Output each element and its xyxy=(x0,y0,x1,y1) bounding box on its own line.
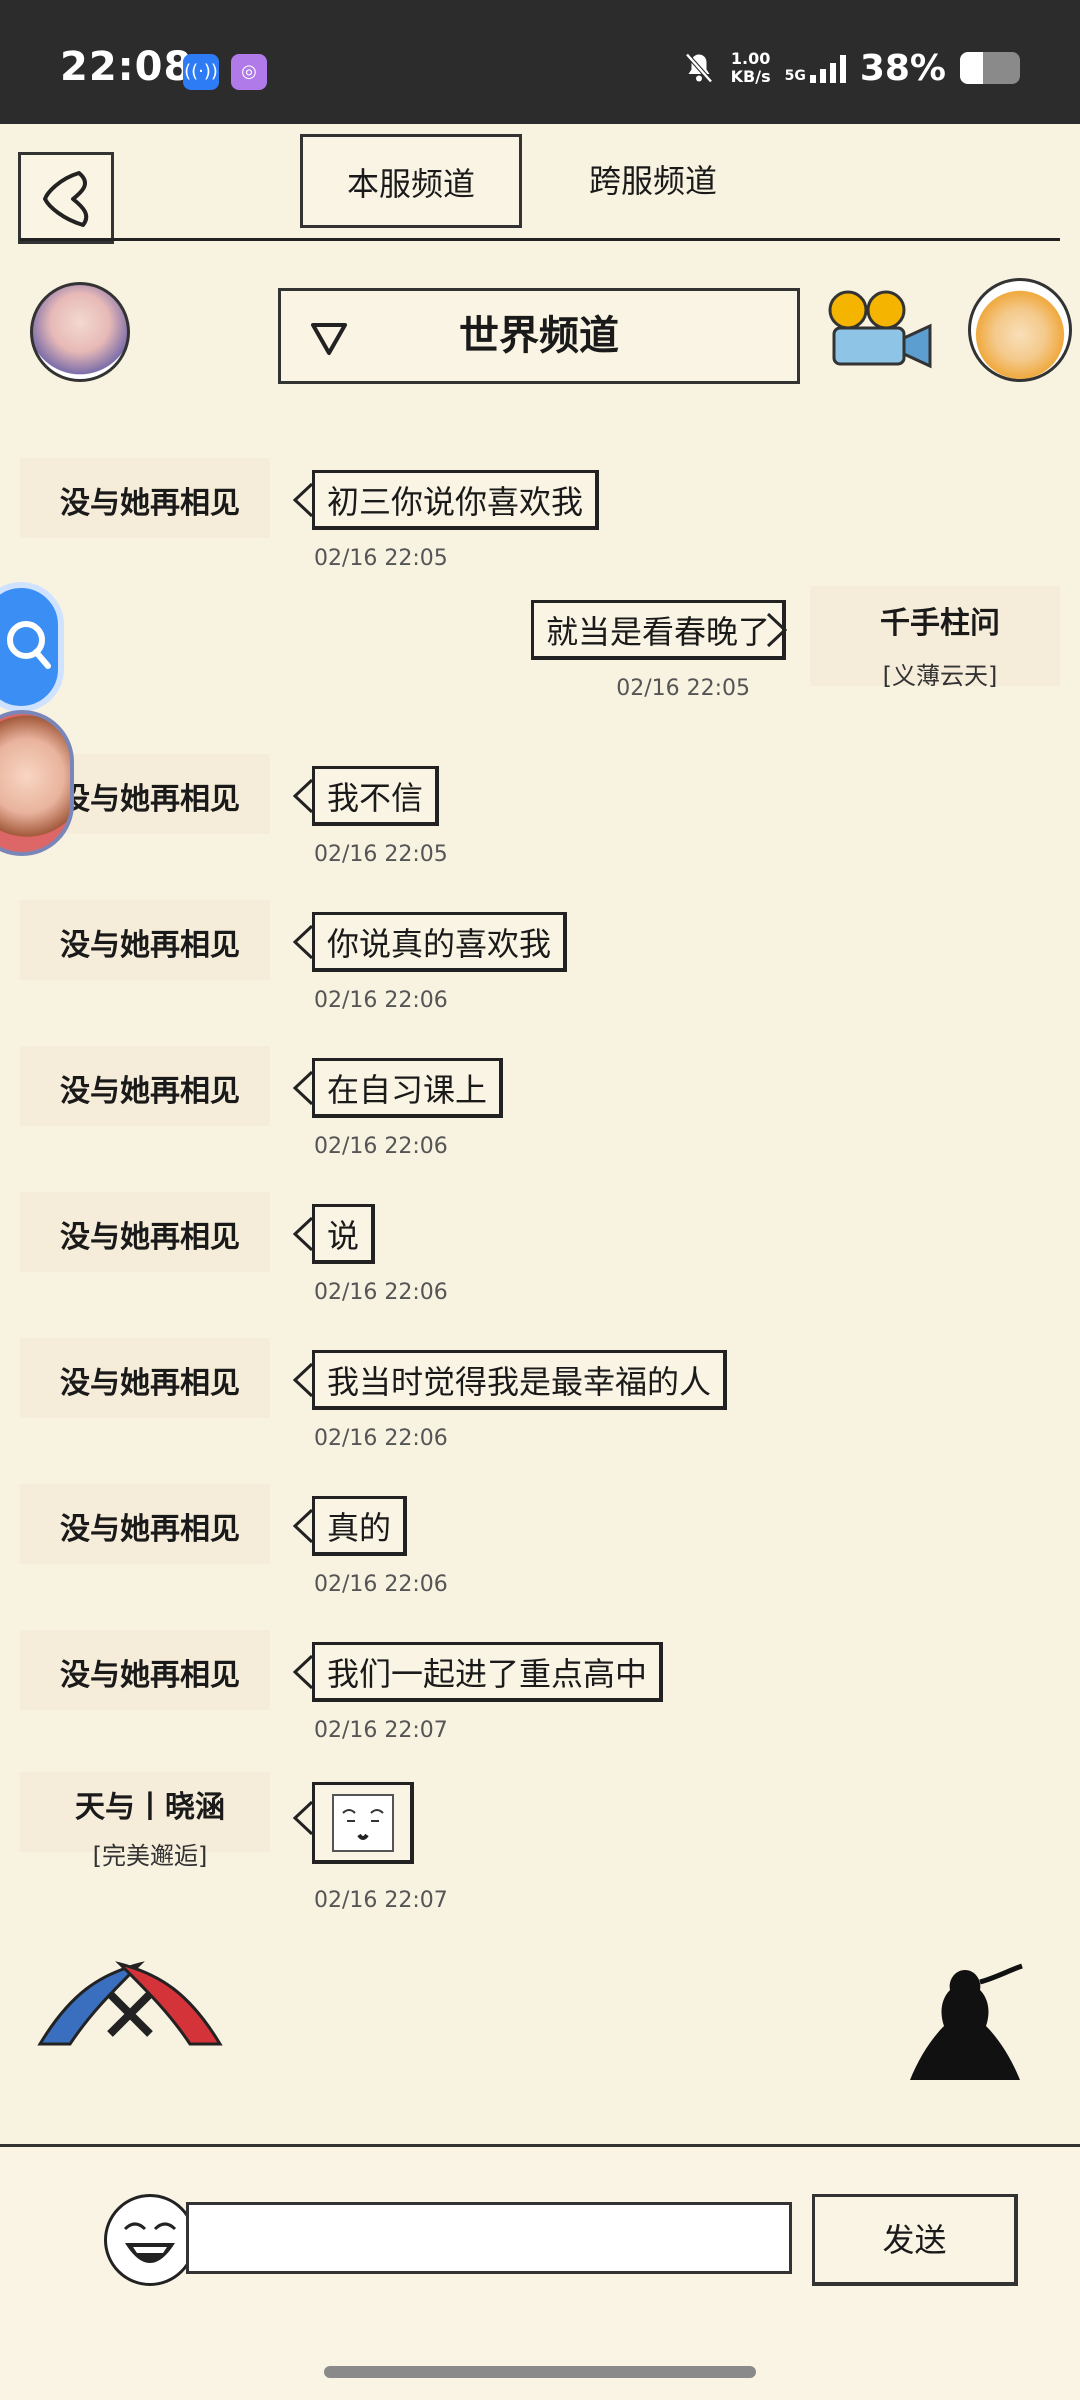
sender-tag: [完美邂逅] xyxy=(92,1842,208,1870)
status-time: 22:08 xyxy=(60,44,193,90)
message-row: 没与她再相见 你说真的喜欢我 02/16 22:06 xyxy=(0,900,1080,1052)
message-row: 没与她再相见 说 02/16 22:06 xyxy=(0,1192,1080,1344)
tab-local-server[interactable]: 本服频道 xyxy=(300,134,522,228)
message-row: 没与她再相见 我当时觉得我是最幸福的人 02/16 22:06 xyxy=(0,1338,1080,1490)
sender-name[interactable]: 没与她再相见 xyxy=(60,486,240,521)
message-row: 没与她再相见 我们一起进了重点高中 02/16 22:07 xyxy=(0,1630,1080,1782)
message-timestamp: 02/16 22:05 xyxy=(314,842,448,867)
message-timestamp: 02/16 22:07 xyxy=(314,1888,448,1913)
message-timestamp: 02/16 22:07 xyxy=(314,1718,448,1743)
message-row: 千手柱问[义薄云天] 就当是看春晚了 02/16 22:05 xyxy=(0,586,1080,740)
message-row: 天与丨晓涵[完美邂逅] 02/16 22:07 xyxy=(0,1772,1080,1928)
message-timestamp: 02/16 22:06 xyxy=(314,1280,448,1305)
laughing-face-icon xyxy=(123,2222,177,2263)
chat-input[interactable] xyxy=(186,2202,792,2274)
message-row: 没与她再相见 在自习课上 02/16 22:06 xyxy=(0,1046,1080,1198)
message-bubble[interactable]: 在自习课上 xyxy=(312,1058,504,1118)
message-row: 没与她再相见 我不信 02/16 22:05 xyxy=(0,754,1080,906)
message-bubble[interactable]: 我当时觉得我是最幸福的人 xyxy=(312,1350,728,1410)
message-bubble[interactable]: 真的 xyxy=(312,1496,408,1556)
name-background xyxy=(20,1338,270,1418)
message-timestamp: 02/16 22:06 xyxy=(314,1572,448,1597)
sender-name[interactable]: 没与她再相见 xyxy=(60,1074,240,1109)
message-bubble[interactable]: 你说真的喜欢我 xyxy=(312,912,568,972)
message-row: 没与她再相见 真的 02/16 22:06 xyxy=(0,1484,1080,1636)
message-bubble[interactable]: 初三你说你喜欢我 xyxy=(312,470,600,530)
floating-character-avatar[interactable] xyxy=(0,710,74,856)
floating-search-button[interactable] xyxy=(0,582,64,712)
triangle-down-icon xyxy=(311,323,347,355)
hotspot-app-icon: ((·)) xyxy=(183,54,219,90)
bottom-divider xyxy=(0,2144,1080,2147)
sender-tag: [义薄云天] xyxy=(882,662,998,690)
sender-name[interactable]: 没与她再相见 xyxy=(60,1366,240,1401)
message-bubble[interactable]: 就当是看春晚了 xyxy=(530,600,786,660)
sender-name[interactable]: 天与丨晓涵[完美邂逅] xyxy=(20,1782,280,1871)
bubble-pointer-icon xyxy=(292,1654,314,1690)
network-speed: 1.00 KB/s xyxy=(730,49,771,86)
sender-name[interactable]: 没与她再相见 xyxy=(60,1220,240,1255)
message-bubble[interactable]: 我们一起进了重点高中 xyxy=(312,1642,664,1702)
header-divider xyxy=(20,238,1060,241)
name-background xyxy=(20,458,270,538)
tab-cross-server[interactable]: 跨服频道 xyxy=(588,162,717,200)
message-timestamp: 02/16 22:05 xyxy=(616,676,750,701)
message-timestamp: 02/16 22:06 xyxy=(314,988,448,1013)
name-background xyxy=(810,586,1060,686)
assistant-avatar[interactable] xyxy=(968,278,1072,382)
sender-name[interactable]: 没与她再相见 xyxy=(60,1512,240,1547)
sender-name[interactable]: 千手柱问[义薄云天] xyxy=(830,598,1050,691)
message-timestamp: 02/16 22:05 xyxy=(314,546,448,571)
send-button[interactable]: 发送 xyxy=(812,2194,1018,2286)
bubble-pointer-icon xyxy=(292,778,314,814)
message-bubble[interactable]: 我不信 xyxy=(312,766,440,826)
purple-app-icon: ◎ xyxy=(231,54,267,90)
bubble-pointer-icon xyxy=(292,924,314,960)
sender-name[interactable]: 没与她再相见 xyxy=(60,782,240,817)
status-bar: 22:08 ((·)) ◎ 1.00 KB/s 5G 38% xyxy=(0,0,1080,124)
ninja-silhouette-icon xyxy=(910,1963,1023,2080)
bell-muted-icon xyxy=(684,53,713,83)
name-background xyxy=(20,1630,270,1710)
message-row: 没与她再相见 初三你说你喜欢我 02/16 22:05 xyxy=(0,458,1080,610)
name-background xyxy=(20,1192,270,1272)
bubble-pointer-icon xyxy=(292,1362,314,1398)
chat-header: 本服频道 跨服频道 世界频道 xyxy=(0,124,1080,424)
bubble-pointer-icon xyxy=(292,1800,314,1836)
user-avatar[interactable] xyxy=(30,282,130,382)
bubble-pointer-icon xyxy=(292,1216,314,1252)
bubble-pointer-icon xyxy=(292,1070,314,1106)
name-background xyxy=(20,900,270,980)
sender-name[interactable]: 没与她再相见 xyxy=(60,928,240,963)
message-bubble[interactable]: 说 xyxy=(312,1204,376,1264)
bubble-pointer-icon xyxy=(766,612,788,648)
video-camera-icon[interactable] xyxy=(826,288,936,374)
back-button[interactable] xyxy=(18,152,114,244)
message-timestamp: 02/16 22:06 xyxy=(314,1134,448,1159)
bubble-pointer-icon xyxy=(292,482,314,518)
battery-percent: 38% xyxy=(859,47,946,89)
channel-selector[interactable]: 世界频道 xyxy=(278,288,800,384)
name-background xyxy=(20,1046,270,1126)
name-background xyxy=(20,1484,270,1564)
face-sticker-icon xyxy=(332,1794,394,1852)
channel-title: 世界频道 xyxy=(459,313,619,359)
message-timestamp: 02/16 22:06 xyxy=(314,1426,448,1451)
sender-name[interactable]: 没与她再相见 xyxy=(60,1658,240,1693)
sticker-bubble[interactable] xyxy=(312,1782,414,1864)
emoji-button[interactable] xyxy=(104,2194,196,2286)
crossed-swords-logo-icon xyxy=(37,1961,223,2046)
signal-icon: 5G xyxy=(785,53,846,83)
home-indicator[interactable] xyxy=(324,2366,756,2378)
battery-icon xyxy=(960,52,1020,84)
bubble-pointer-icon xyxy=(292,1508,314,1544)
chevron-left-icon xyxy=(43,171,89,227)
search-icon xyxy=(7,621,51,669)
name-background xyxy=(20,1772,270,1852)
